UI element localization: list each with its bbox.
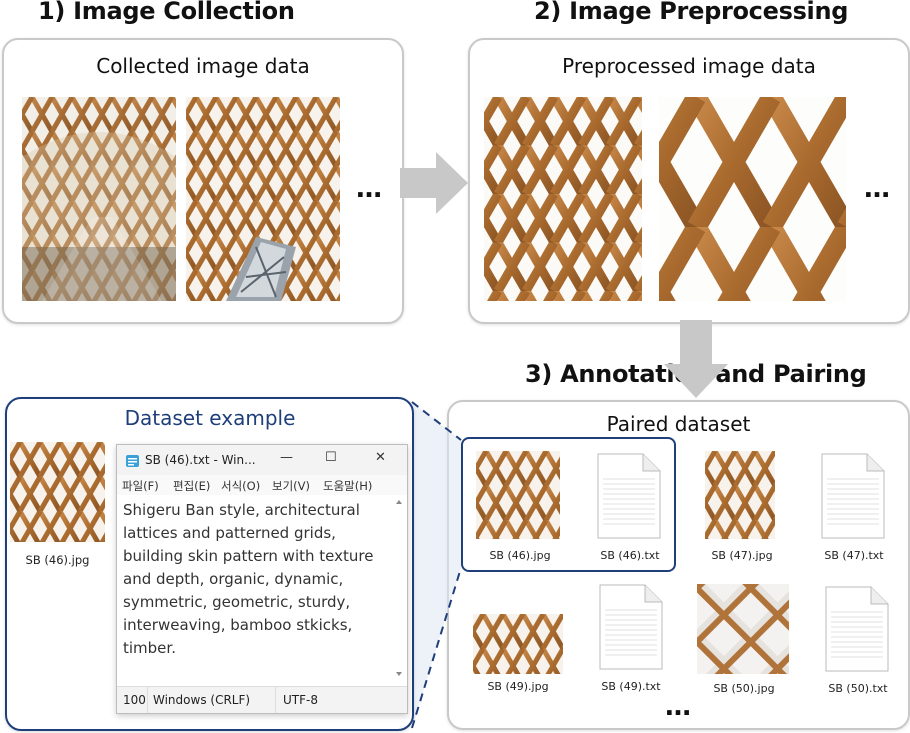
paired-dataset-ellipsis: … — [665, 692, 692, 722]
file-caption-sb50-txt: SB (50).txt — [828, 682, 888, 695]
step1-title: 1) Image Collection — [38, 0, 295, 25]
notepad-window: SB (46).txt - Win... — ☐ ✕ 파일(F) 편집(E) 서… — [116, 444, 408, 714]
status-zoom: 100 — [123, 693, 146, 707]
minimize-button[interactable]: — — [280, 450, 293, 465]
preprocessed-image-1 — [484, 97, 642, 301]
collected-photo-2 — [186, 97, 340, 301]
notepad-title: SB (46).txt - Win... — [145, 453, 256, 467]
dataset-example-image — [10, 442, 105, 542]
arrow-preprocessing-to-annotation — [664, 320, 728, 398]
notepad-text-area[interactable]: Shigeru Ban style, architectural lattice… — [123, 501, 379, 657]
status-line-ending: Windows (CRLF) — [153, 693, 251, 707]
file-caption-sb50-jpg: SB (50).jpg — [713, 682, 775, 695]
menu-file[interactable]: 파일(F) — [122, 479, 159, 493]
maximize-button[interactable]: ☐ — [325, 450, 337, 465]
notepad-statusbar: 100 Windows (CRLF) UTF-8 — [117, 686, 407, 713]
close-button[interactable]: ✕ — [375, 450, 386, 465]
file-thumb-sb46-jpg — [476, 451, 560, 539]
text-file-icon-sb47 — [821, 453, 885, 539]
menu-view[interactable]: 보기(V) — [272, 479, 310, 493]
dataset-example-label: Dataset example — [124, 406, 296, 430]
menu-format[interactable]: 서식(O) — [221, 479, 261, 493]
arrow-collection-to-preprocessing — [400, 152, 468, 214]
collected-photo-1 — [22, 97, 176, 301]
notepad-menubar: 파일(F) 편집(E) 서식(O) 보기(V) 도움말(H) — [117, 475, 407, 495]
menu-help[interactable]: 도움말(H) — [323, 479, 373, 493]
file-thumb-sb50-jpg — [697, 584, 789, 674]
file-thumb-sb47-jpg — [705, 451, 775, 539]
notepad-scrollbar[interactable] — [393, 497, 405, 679]
notepad-app-icon — [126, 455, 139, 467]
collection-panel-label: Collected image data — [96, 54, 310, 78]
file-caption-sb47-jpg: SB (47).jpg — [711, 549, 773, 562]
step2-title: 2) Image Preprocessing — [534, 0, 849, 25]
preprocessing-panel-label: Preprocessed image data — [562, 54, 816, 78]
collection-ellipsis: … — [356, 174, 383, 204]
file-thumb-sb49-jpg — [473, 614, 563, 674]
file-caption-sb46-jpg: SB (46).jpg — [489, 549, 551, 562]
text-file-icon-sb49 — [599, 584, 663, 670]
notepad-titlebar[interactable]: SB (46).txt - Win... — ☐ ✕ — [117, 445, 407, 475]
preprocessed-image-2 — [659, 97, 846, 301]
preprocessing-ellipsis: … — [864, 174, 891, 204]
paired-dataset-label: Paired dataset — [606, 412, 751, 436]
status-encoding: UTF-8 — [283, 693, 318, 707]
file-caption-sb49-jpg: SB (49).jpg — [487, 680, 549, 693]
menu-edit[interactable]: 편집(E) — [173, 479, 211, 493]
text-file-icon-sb50 — [825, 586, 889, 672]
file-caption-sb46-txt: SB (46).txt — [600, 549, 660, 562]
file-caption-sb47-txt: SB (47).txt — [824, 549, 884, 562]
dataset-example-image-caption: SB (46).jpg — [25, 553, 90, 567]
status-divider-1 — [147, 687, 148, 713]
text-file-icon-sb46 — [597, 453, 661, 539]
status-divider-2 — [275, 687, 276, 713]
highlighted-pair-box — [461, 437, 676, 572]
file-caption-sb49-txt: SB (49).txt — [601, 680, 661, 693]
